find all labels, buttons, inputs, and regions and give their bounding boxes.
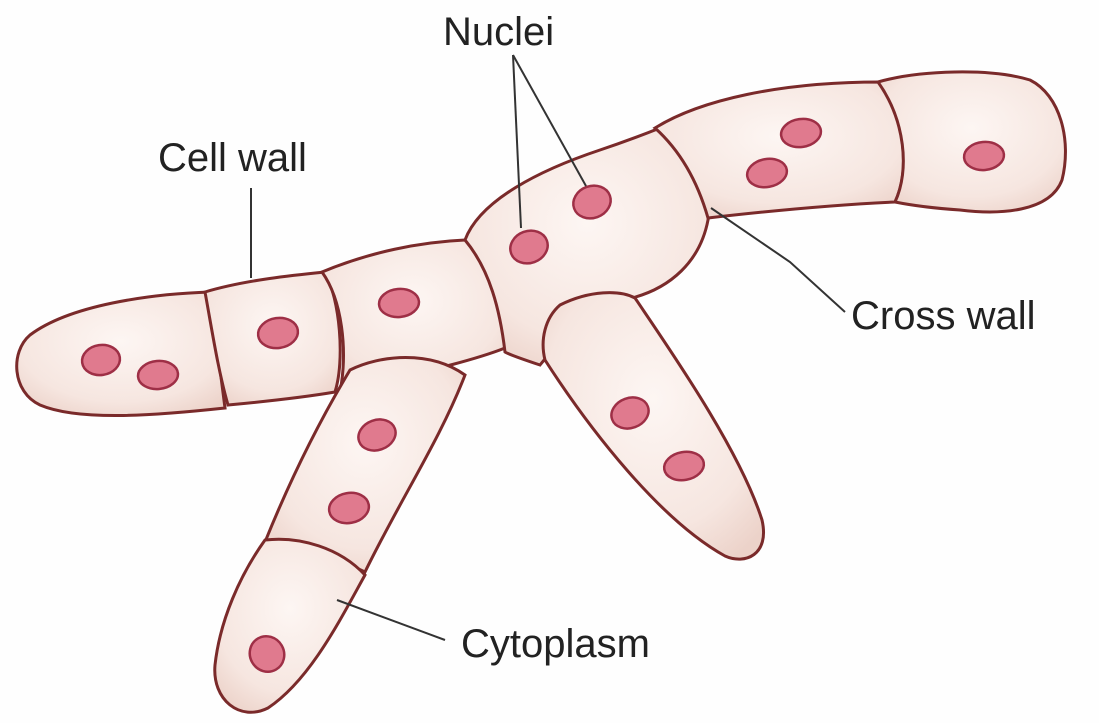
- cross-wall-label: Cross wall: [851, 296, 1035, 336]
- nuclei-label: Nuclei: [443, 12, 554, 52]
- upper-right-branch-tip-cell: [878, 72, 1065, 212]
- cytoplasm-leader-line: [337, 600, 445, 640]
- lower-left-branch-tip-cell: [215, 539, 365, 712]
- lower-right-branch-cell: [543, 293, 763, 559]
- left-branch-tip-cell: [17, 292, 225, 416]
- cross-wall-leader-line: [711, 208, 845, 312]
- cytoplasm-label: Cytoplasm: [461, 624, 650, 664]
- nuclei-leader-line-right: [513, 55, 586, 186]
- cell-wall-label: Cell wall: [158, 138, 307, 178]
